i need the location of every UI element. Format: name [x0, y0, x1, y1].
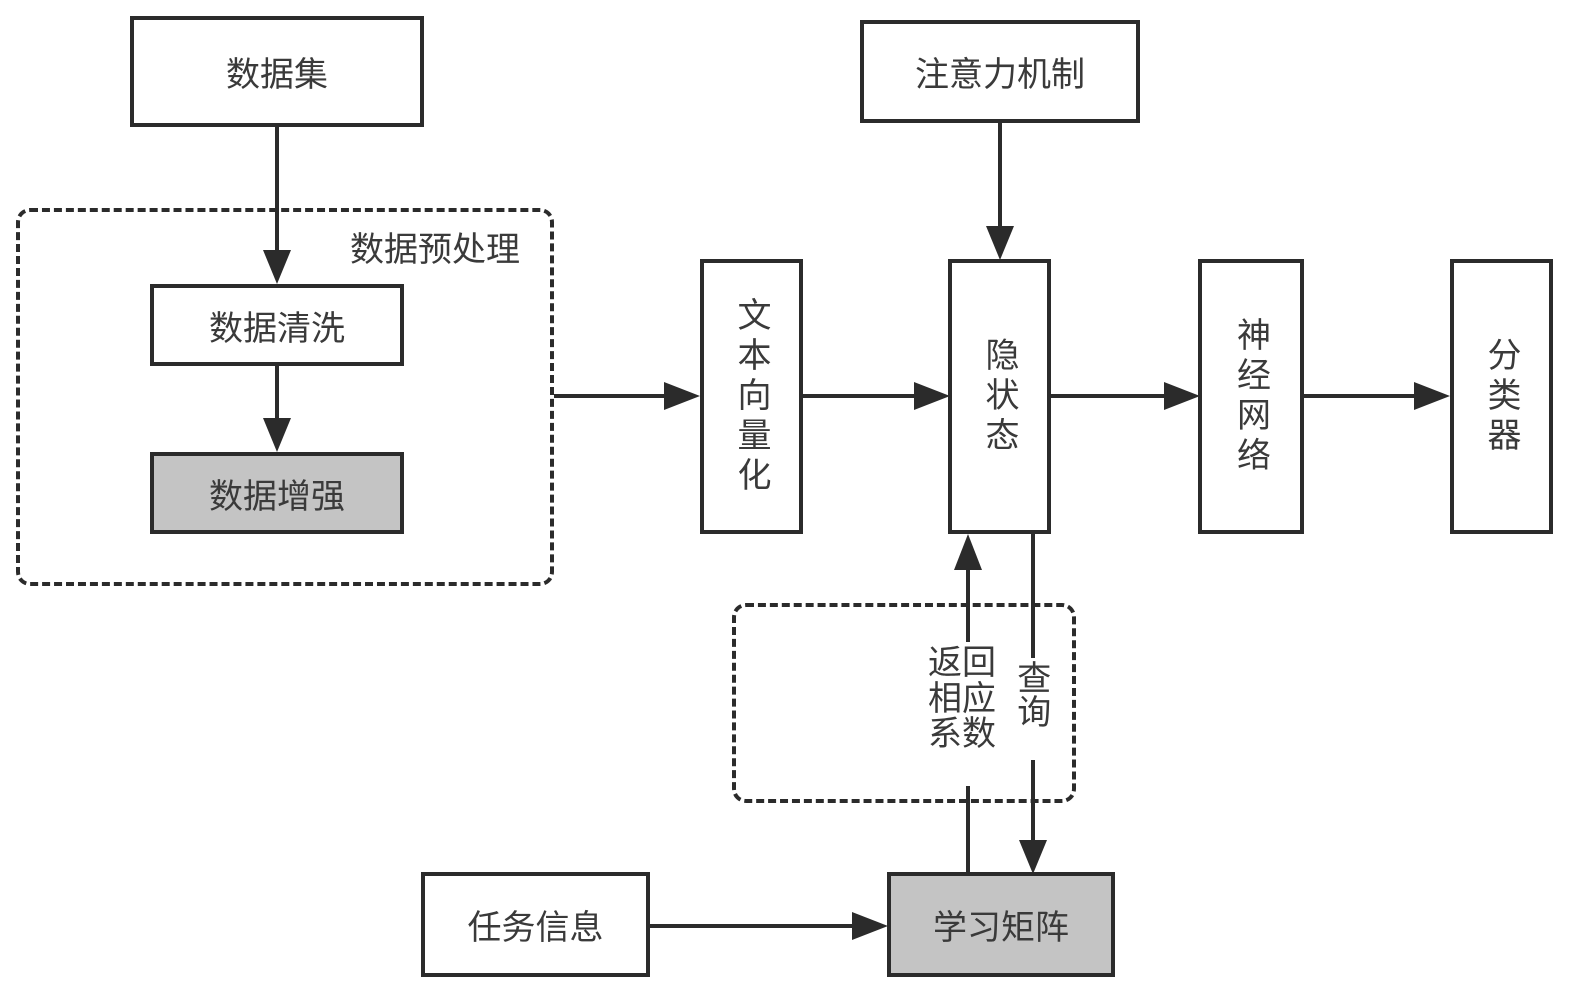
arrowhead-neural-network: [1164, 382, 1200, 410]
node-dataset-label: 数据集: [226, 55, 328, 95]
edge-label-query: 查询: [1011, 660, 1051, 760]
query-return-group: [732, 603, 1076, 803]
edge-label-return-coefficients-row: 相应: [928, 678, 996, 719]
arrowhead-vectorization: [664, 382, 700, 410]
node-text-vectorization-label: 文本向量化: [731, 296, 771, 497]
preprocessing-group: [16, 208, 554, 586]
arrowhead-classifier: [1414, 382, 1450, 410]
arrowhead-augmentation: [263, 418, 291, 452]
edge-label-return-coefficients: 返回相应系数: [928, 643, 996, 786]
node-neural-network-label: 神经网络: [1230, 316, 1271, 477]
node-attention-mechanism-label: 注意力机制: [915, 55, 1085, 95]
node-dataset: 数据集: [130, 16, 424, 127]
node-neural-network: 神经网络: [1198, 259, 1304, 534]
node-data-cleaning: 数据清洗: [150, 284, 404, 366]
edge-label-return-coefficients-row: 返回: [928, 643, 996, 683]
node-classifier: 分类器: [1450, 259, 1553, 534]
arrowhead-hidden-state-left: [914, 382, 950, 410]
arrowhead-query-down: [1019, 840, 1047, 874]
node-task-info-label: 任务信息: [467, 908, 604, 948]
node-task-info: 任务信息: [421, 872, 650, 977]
node-attention-mechanism: 注意力机制: [860, 20, 1140, 123]
edge-label-return-coefficients-row: 系数: [928, 714, 996, 755]
node-text-vectorization: 文本向量化: [700, 259, 803, 534]
arrowhead-hidden-state-top: [986, 226, 1014, 260]
node-hidden-state: 隐状态: [948, 259, 1051, 534]
arrowhead-cleaning: [263, 250, 291, 284]
preprocessing-group-label: 数据预处理: [346, 222, 524, 271]
node-data-augmentation-label: 数据增强: [209, 476, 345, 517]
node-classifier-label: 分类器: [1481, 336, 1521, 457]
node-learning-matrix-label: 学习矩阵: [933, 908, 1069, 948]
node-hidden-state-label: 隐状态: [979, 336, 1019, 457]
arrowhead-return-up: [954, 534, 982, 570]
arrowhead-learning-matrix-left: [852, 912, 888, 940]
node-learning-matrix: 学习矩阵: [887, 872, 1115, 977]
node-data-cleaning-label: 数据清洗: [209, 308, 345, 349]
node-data-augmentation: 数据增强: [150, 452, 404, 534]
